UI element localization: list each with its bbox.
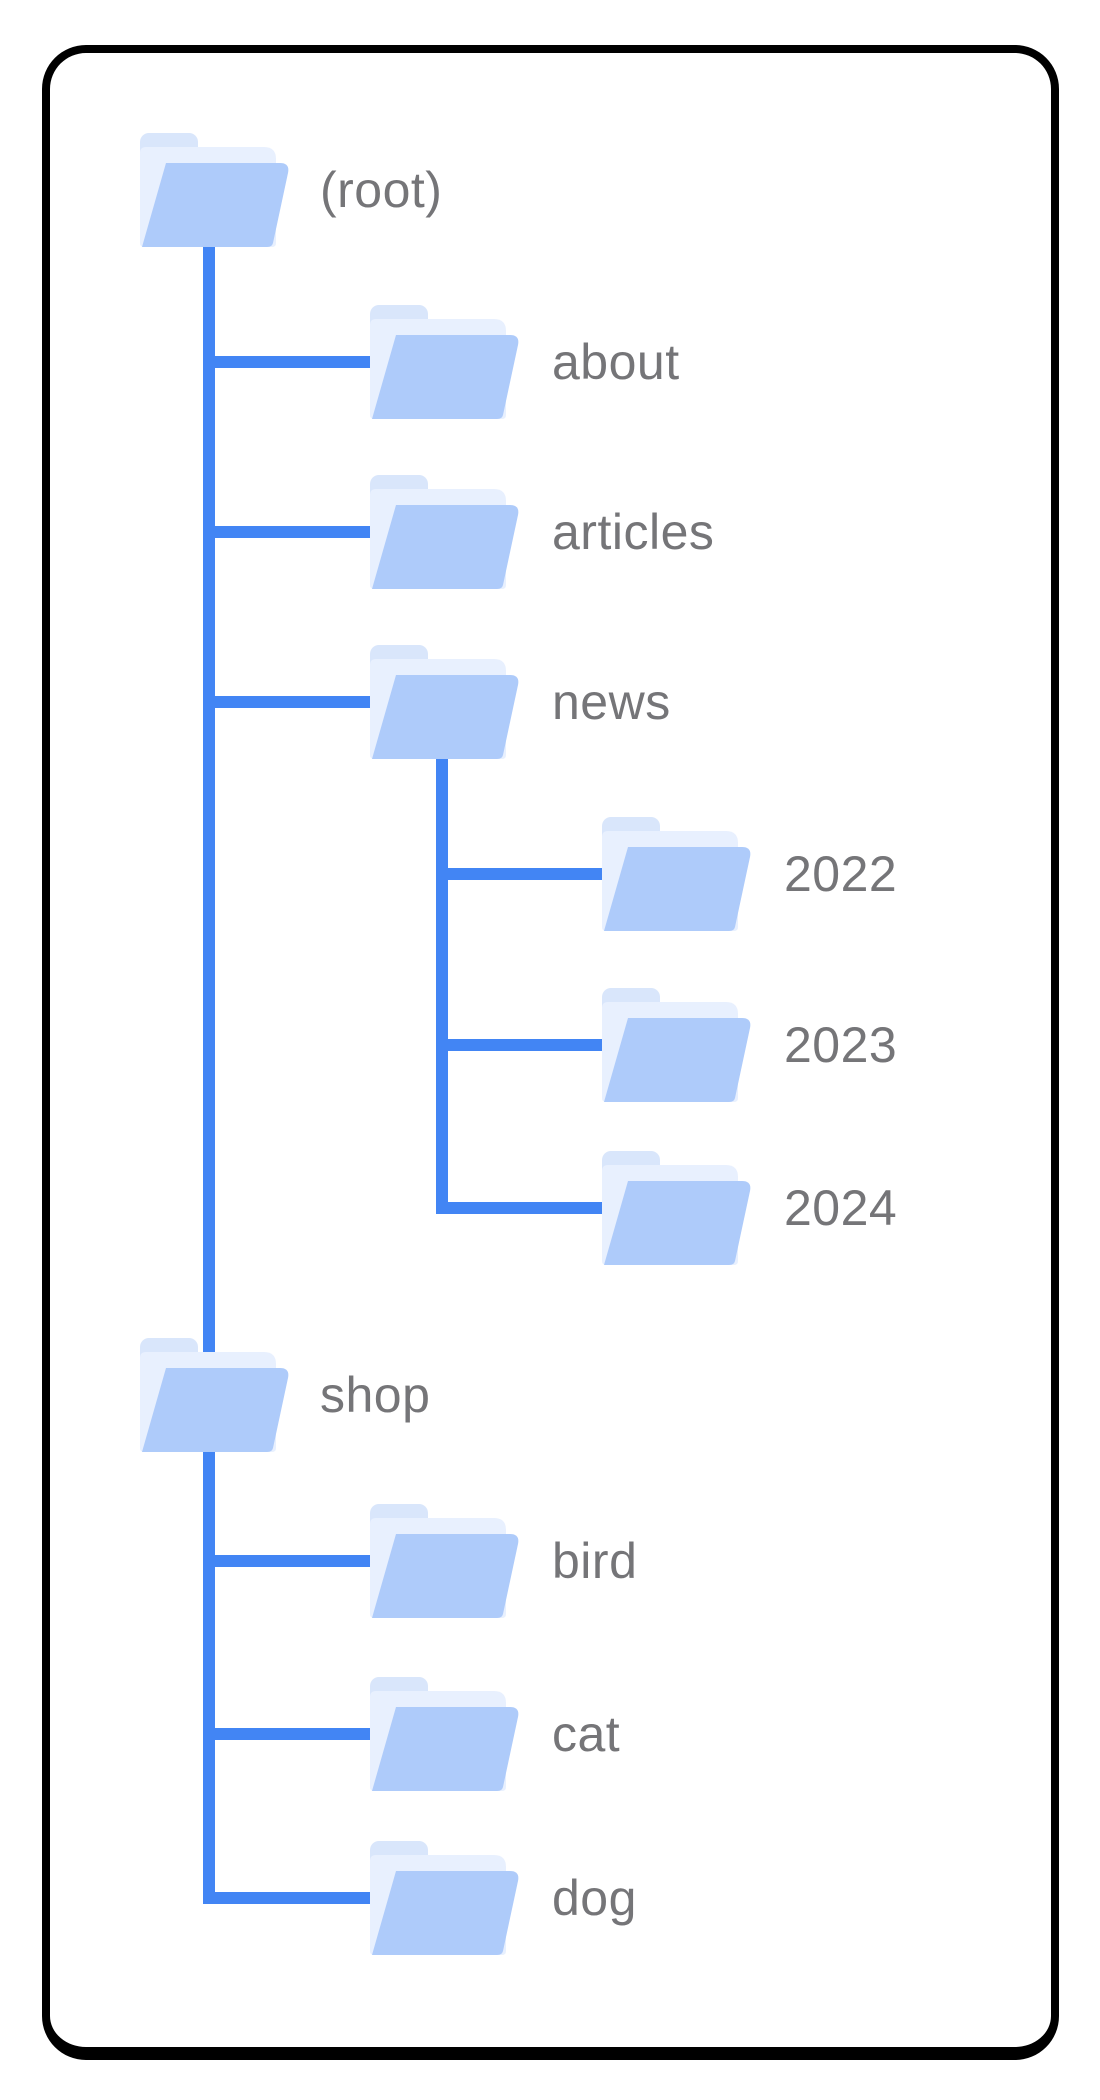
folder-icon (370, 1841, 519, 1955)
connector-branch-articles (203, 526, 376, 538)
folder-icon (602, 817, 751, 931)
connector-branch-about (203, 356, 376, 368)
node-label-bird: bird (552, 1533, 638, 1589)
node-label-shop: shop (320, 1367, 431, 1423)
folder-icon (370, 1677, 519, 1791)
folder-icon (140, 1338, 289, 1452)
connector-branch-2022 (436, 868, 608, 880)
node-label-root: (root) (320, 162, 443, 218)
connector-trunk-root (203, 240, 215, 1904)
tree-node-2022 (600, 817, 752, 931)
node-label-dog: dog (552, 1870, 637, 1926)
tree-node-news (368, 645, 520, 759)
connector-branch-dog (203, 1892, 376, 1904)
tree-node-2023 (600, 988, 752, 1102)
folder-icon (602, 1151, 751, 1265)
connector-trunk-news (436, 750, 448, 1214)
tree-node-dog (368, 1841, 520, 1955)
folder-icon (370, 1504, 519, 1618)
node-label-2022: 2022 (784, 846, 898, 902)
tree-node-articles (368, 475, 520, 589)
connector-branch-cat (203, 1728, 376, 1740)
folder-icon (370, 645, 519, 759)
tree-node-shop (138, 1338, 290, 1452)
tree-node-cat (368, 1677, 520, 1791)
node-label-2023: 2023 (784, 1017, 898, 1073)
node-label-news: news (552, 674, 671, 730)
tree-node-bird (368, 1504, 520, 1618)
tree-node-about (368, 305, 520, 419)
node-label-2024: 2024 (784, 1180, 898, 1236)
folder-icon (370, 305, 519, 419)
folder-icon (140, 133, 289, 247)
node-label-cat: cat (552, 1706, 621, 1762)
tree-node-root (138, 133, 290, 247)
connector-branch-2023 (436, 1039, 608, 1051)
connector-branch-2024 (436, 1202, 608, 1214)
folder-icon (602, 988, 751, 1102)
folder-icon (370, 475, 519, 589)
node-label-about: about (552, 334, 680, 390)
connector-branch-bird (203, 1555, 376, 1567)
tree-node-2024 (600, 1151, 752, 1265)
connector-branch-news (203, 696, 376, 708)
node-label-articles: articles (552, 504, 715, 560)
rounded-card (42, 45, 1059, 2060)
